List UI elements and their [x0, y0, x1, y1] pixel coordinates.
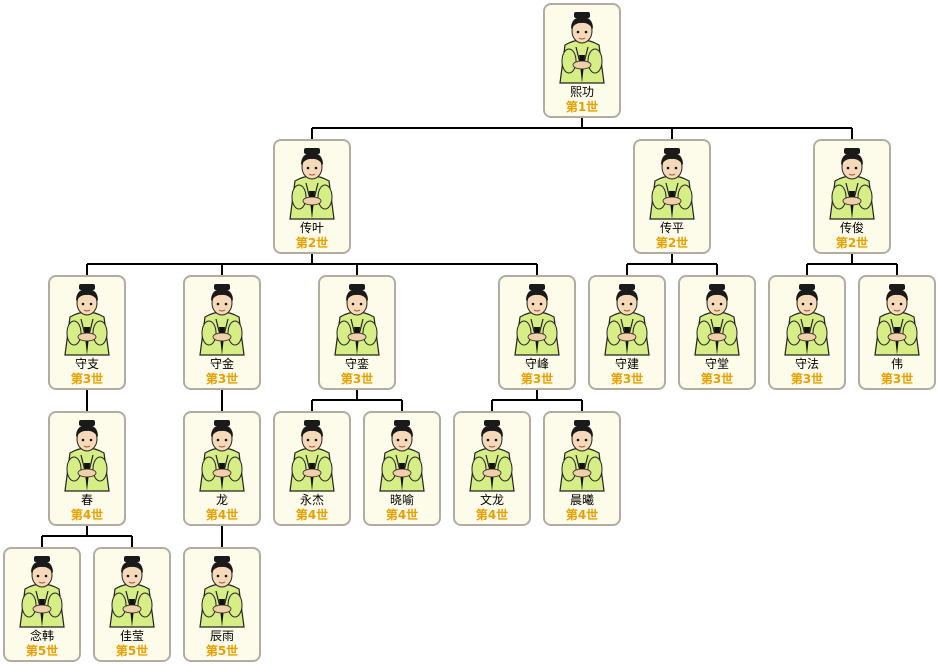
person-name: 守建 — [614, 357, 639, 371]
ancestor-figure-icon — [779, 283, 835, 357]
person-name: 守法 — [794, 357, 819, 371]
ancestor-figure-icon — [194, 283, 250, 357]
person-name: 佳莹 — [119, 629, 144, 643]
person-name: 守支 — [74, 357, 99, 371]
ancestor-figure-icon — [104, 555, 160, 629]
person-card-shoujin[interactable]: 守金 第3世 — [183, 275, 261, 390]
ancestor-figure-icon — [824, 147, 880, 221]
ancestor-figure-icon — [284, 419, 340, 493]
ancestor-figure-icon — [464, 419, 520, 493]
generation-label: 第3世 — [700, 372, 734, 386]
ancestor-figure-icon — [644, 147, 700, 221]
generation-label: 第4世 — [385, 508, 419, 522]
generation-label: 第3世 — [880, 372, 914, 386]
person-name: 守峰 — [524, 357, 549, 371]
person-card-chuanping[interactable]: 传平 第2世 — [633, 139, 711, 254]
person-name: 守堂 — [704, 357, 729, 371]
person-card-shoujian[interactable]: 守建 第3世 — [588, 275, 666, 390]
person-name: 传平 — [659, 221, 684, 235]
generation-label: 第4世 — [205, 508, 239, 522]
person-card-shoutang[interactable]: 守堂 第3世 — [678, 275, 756, 390]
person-card-chenxi[interactable]: 晨曦 第4世 — [543, 411, 621, 526]
person-name: 守金 — [209, 357, 234, 371]
ancestor-figure-icon — [689, 283, 745, 357]
generation-label: 第4世 — [70, 508, 104, 522]
person-card-wei[interactable]: 伟 第3世 — [858, 275, 936, 390]
generation-label: 第3世 — [520, 372, 554, 386]
person-name: 念韩 — [29, 629, 54, 643]
person-name: 传叶 — [299, 221, 324, 235]
generation-label: 第2世 — [655, 236, 689, 250]
person-card-chenyu[interactable]: 辰雨 第5世 — [183, 547, 261, 662]
ancestor-figure-icon — [194, 419, 250, 493]
generation-label: 第4世 — [475, 508, 509, 522]
generation-label: 第2世 — [295, 236, 329, 250]
ancestor-figure-icon — [194, 555, 250, 629]
generation-label: 第3世 — [340, 372, 374, 386]
ancestor-figure-icon — [554, 11, 610, 85]
person-card-xiaoyu[interactable]: 晓喻 第4世 — [363, 411, 441, 526]
ancestor-figure-icon — [59, 283, 115, 357]
person-card-nianhan[interactable]: 念韩 第5世 — [3, 547, 81, 662]
ancestor-figure-icon — [14, 555, 70, 629]
person-card-shoufeng[interactable]: 守峰 第3世 — [498, 275, 576, 390]
generation-label: 第3世 — [790, 372, 824, 386]
ancestor-figure-icon — [869, 283, 925, 357]
generation-label: 第4世 — [295, 508, 329, 522]
person-card-shouluan[interactable]: 守銮 第3世 — [318, 275, 396, 390]
ancestor-figure-icon — [554, 419, 610, 493]
generation-label: 第5世 — [205, 644, 239, 658]
generation-label: 第3世 — [610, 372, 644, 386]
person-name: 永杰 — [299, 493, 324, 507]
ancestor-figure-icon — [599, 283, 655, 357]
generation-label: 第2世 — [835, 236, 869, 250]
person-card-long[interactable]: 龙 第4世 — [183, 411, 261, 526]
person-name: 晨曦 — [569, 493, 594, 507]
person-card-yongjie[interactable]: 永杰 第4世 — [273, 411, 351, 526]
person-name: 辰雨 — [209, 629, 234, 643]
ancestor-figure-icon — [374, 419, 430, 493]
person-name: 熙功 — [569, 85, 594, 99]
person-card-chun[interactable]: 春 第4世 — [48, 411, 126, 526]
person-card-shoufa[interactable]: 守法 第3世 — [768, 275, 846, 390]
person-name: 龙 — [215, 493, 228, 507]
generation-label: 第5世 — [115, 644, 149, 658]
ancestor-figure-icon — [509, 283, 565, 357]
person-card-xigong[interactable]: 熙功 第1世 — [543, 3, 621, 118]
ancestor-figure-icon — [329, 283, 385, 357]
person-card-chuanjun[interactable]: 传俊 第2世 — [813, 139, 891, 254]
person-card-shouzhi[interactable]: 守支 第3世 — [48, 275, 126, 390]
person-name: 文龙 — [479, 493, 504, 507]
generation-label: 第3世 — [70, 372, 104, 386]
person-name: 伟 — [890, 357, 903, 371]
person-name: 传俊 — [839, 221, 864, 235]
person-card-jiaying[interactable]: 佳莹 第5世 — [93, 547, 171, 662]
ancestor-figure-icon — [284, 147, 340, 221]
generation-label: 第5世 — [25, 644, 59, 658]
person-card-wenlong[interactable]: 文龙 第4世 — [453, 411, 531, 526]
generation-label: 第4世 — [565, 508, 599, 522]
ancestor-figure-icon — [59, 419, 115, 493]
person-name: 春 — [80, 493, 93, 507]
person-name: 守銮 — [344, 357, 369, 371]
person-card-chuanye[interactable]: 传叶 第2世 — [273, 139, 351, 254]
generation-label: 第3世 — [205, 372, 239, 386]
generation-label: 第1世 — [565, 100, 599, 114]
person-name: 晓喻 — [389, 493, 414, 507]
